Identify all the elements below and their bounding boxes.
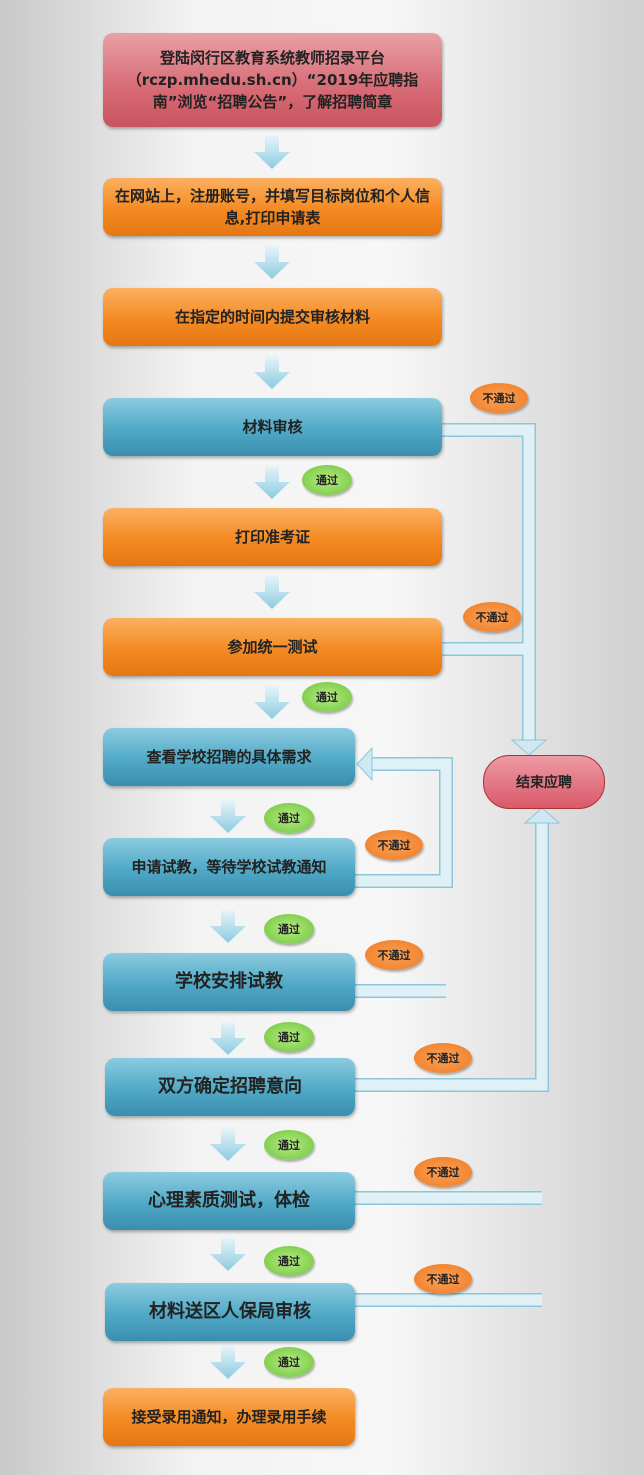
arrowhead-icon <box>523 807 561 824</box>
fail-badge: 不通过 <box>463 602 521 632</box>
step-5: 打印准考证 <box>103 508 442 566</box>
down-arrow-icon <box>209 800 247 834</box>
step-10: 双方确定招聘意向 <box>105 1058 355 1116</box>
step-2: 在网站上，注册账号，并填写目标岗位和个人信息,打印申请表 <box>103 178 442 236</box>
fail-badge: 不通过 <box>365 940 423 970</box>
pass-badge: 通过 <box>264 1246 314 1276</box>
down-arrow-icon <box>209 1238 247 1272</box>
down-arrow-icon <box>209 1128 247 1162</box>
down-arrow-icon <box>209 1022 247 1056</box>
pass-badge: 通过 <box>302 682 352 712</box>
pass-badge: 通过 <box>264 803 314 833</box>
step-6: 参加统一测试 <box>103 618 442 676</box>
pass-badge: 通过 <box>264 914 314 944</box>
step-11: 心理素质测试，体检 <box>103 1172 355 1230</box>
fail-badge: 不通过 <box>470 383 528 413</box>
fail-badge: 不通过 <box>414 1264 472 1294</box>
step-12: 材料送区人保局审核 <box>105 1283 355 1341</box>
arrowhead-icon <box>510 739 548 756</box>
pass-badge: 通过 <box>264 1022 314 1052</box>
down-arrow-icon <box>209 910 247 944</box>
step-8: 申请试教，等待学校试教通知 <box>103 838 355 896</box>
down-arrow-icon <box>253 576 291 610</box>
step-7: 查看学校招聘的具体需求 <box>103 728 355 786</box>
down-arrow-icon <box>253 686 291 720</box>
pass-badge: 通过 <box>264 1347 314 1377</box>
fail-badge: 不通过 <box>414 1157 472 1187</box>
down-arrow-icon <box>253 356 291 390</box>
end-node: 结束应聘 <box>483 755 605 809</box>
step-4: 材料审核 <box>103 398 442 456</box>
fail-badge: 不通过 <box>365 830 423 860</box>
down-arrow-icon <box>253 246 291 280</box>
step-13: 接受录用通知，办理录用手续 <box>103 1388 355 1446</box>
step-3: 在指定的时间内提交审核材料 <box>103 288 442 346</box>
down-arrow-icon <box>253 466 291 500</box>
down-arrow-icon <box>209 1346 247 1380</box>
fail-badge: 不通过 <box>414 1043 472 1073</box>
pass-badge: 通过 <box>302 465 352 495</box>
step-9: 学校安排试教 <box>103 953 355 1011</box>
down-arrow-icon <box>253 136 291 170</box>
pass-badge: 通过 <box>264 1130 314 1160</box>
arrowhead-icon <box>356 746 373 782</box>
step-1: 登陆闵行区教育系统教师招录平台（rczp.mhedu.sh.cn）“2019年应… <box>103 33 442 127</box>
